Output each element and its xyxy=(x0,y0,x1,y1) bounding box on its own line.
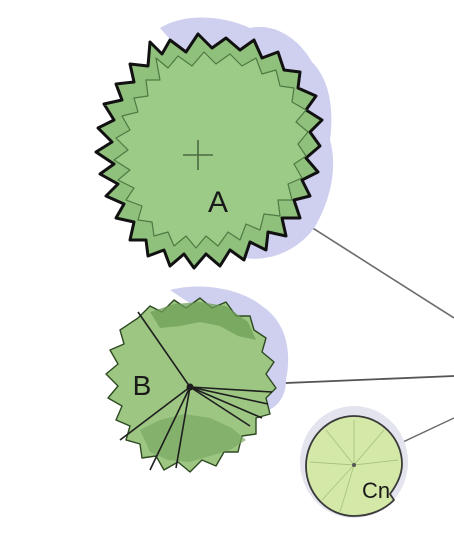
tree-a-center-cross xyxy=(183,140,213,170)
tree-b-texture-bottom xyxy=(140,414,246,462)
tree-cn-label: Cn xyxy=(362,478,390,503)
tree-symbol-cn: Cn xyxy=(300,406,408,518)
tree-a-inner-contour xyxy=(113,51,309,249)
tree-b-branches xyxy=(119,311,273,471)
tree-b-center-dot xyxy=(186,383,194,391)
tree-a-label: A xyxy=(208,186,228,219)
tree-symbol-b: B xyxy=(105,286,289,473)
tree-cn-radials xyxy=(309,420,399,513)
tree-symbol-a: A xyxy=(94,17,334,270)
tree-cn-center-dot xyxy=(352,463,356,467)
tree-b-label: B xyxy=(133,370,152,401)
tree-b-texture-top xyxy=(150,302,256,340)
